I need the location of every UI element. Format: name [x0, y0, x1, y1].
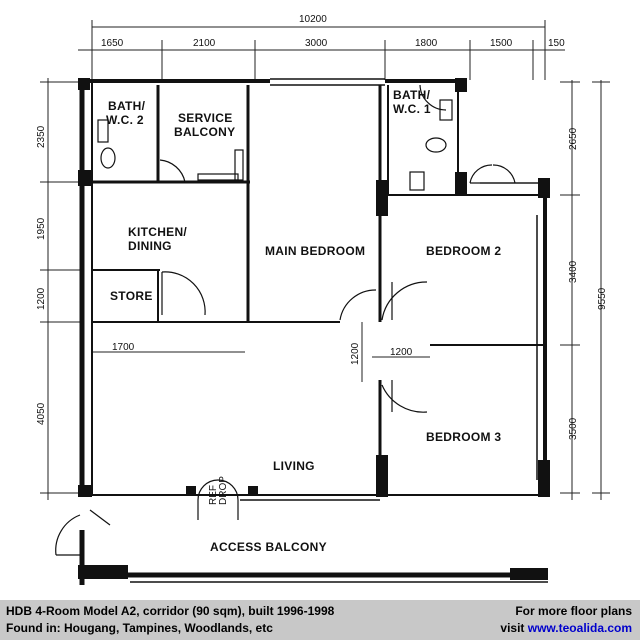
- left-dim-2: 1950: [36, 217, 47, 240]
- columns: [78, 78, 550, 580]
- top-dim-2: 2100: [193, 38, 216, 49]
- main-bedroom-label: MAIN BEDROOM: [265, 244, 365, 258]
- bath1-label-line1: BATH/: [393, 88, 431, 102]
- kitchen-width-dim: 1700: [112, 342, 135, 353]
- more-plans-text: For more floor plans: [515, 604, 632, 618]
- top-dim-6: 150: [548, 38, 565, 49]
- footer-bar: HDB 4-Room Model A2, corridor (90 sqm), …: [0, 600, 640, 640]
- door-dim-a: 1200: [350, 342, 361, 365]
- bedroom2-label: BEDROOM 2: [426, 244, 501, 258]
- living-label: LIVING: [273, 459, 315, 473]
- floor-plan: BATH/ W.C. 2 SERVICE BALCONY BATH/ W.C. …: [36, 14, 610, 585]
- right-dim-2: 3400: [568, 260, 579, 283]
- left-dim-3: 1200: [36, 287, 47, 310]
- right-dim-1: 2650: [568, 127, 579, 150]
- left-dim-4: 4050: [36, 402, 47, 425]
- visit-prefix: visit: [500, 621, 528, 635]
- fixtures: [55, 84, 540, 556]
- visit-line: visit www.teoalida.com: [500, 621, 632, 635]
- left-dim-1: 2350: [36, 125, 47, 148]
- dimension-lines: [40, 20, 610, 500]
- refuse-chute-label-line2: DROP: [218, 476, 229, 505]
- service-balcony-label-line2: BALCONY: [174, 125, 235, 139]
- bath1-label-line2: W.C. 1: [393, 102, 431, 116]
- website-link[interactable]: www.teoalida.com: [527, 621, 632, 635]
- kitchen-label-line1: KITCHEN/: [128, 225, 187, 239]
- overall-height-dim: 9550: [597, 287, 608, 310]
- store-label: STORE: [110, 289, 153, 303]
- walls: [79, 78, 548, 585]
- top-dim-4: 1800: [415, 38, 438, 49]
- refuse-chute-label-line1: REF: [208, 485, 219, 505]
- bath2-label-line2: W.C. 2: [106, 113, 144, 127]
- top-dim-1: 1650: [101, 38, 124, 49]
- bath2-label-line1: BATH/: [108, 99, 146, 113]
- plan-title: HDB 4-Room Model A2, corridor (90 sqm), …: [6, 604, 335, 618]
- door-dim-b: 1200: [390, 347, 413, 358]
- top-dim-3: 3000: [305, 38, 328, 49]
- service-balcony-label-line1: SERVICE: [178, 111, 233, 125]
- access-balcony-label: ACCESS BALCONY: [210, 540, 327, 554]
- found-in-text: Found in: Hougang, Tampines, Woodlands, …: [6, 621, 273, 635]
- top-dim-5: 1500: [490, 38, 513, 49]
- overall-width-dim: 10200: [299, 14, 327, 25]
- bedroom3-label: BEDROOM 3: [426, 430, 501, 444]
- kitchen-label-line2: DINING: [128, 239, 172, 253]
- right-dim-3: 3500: [568, 417, 579, 440]
